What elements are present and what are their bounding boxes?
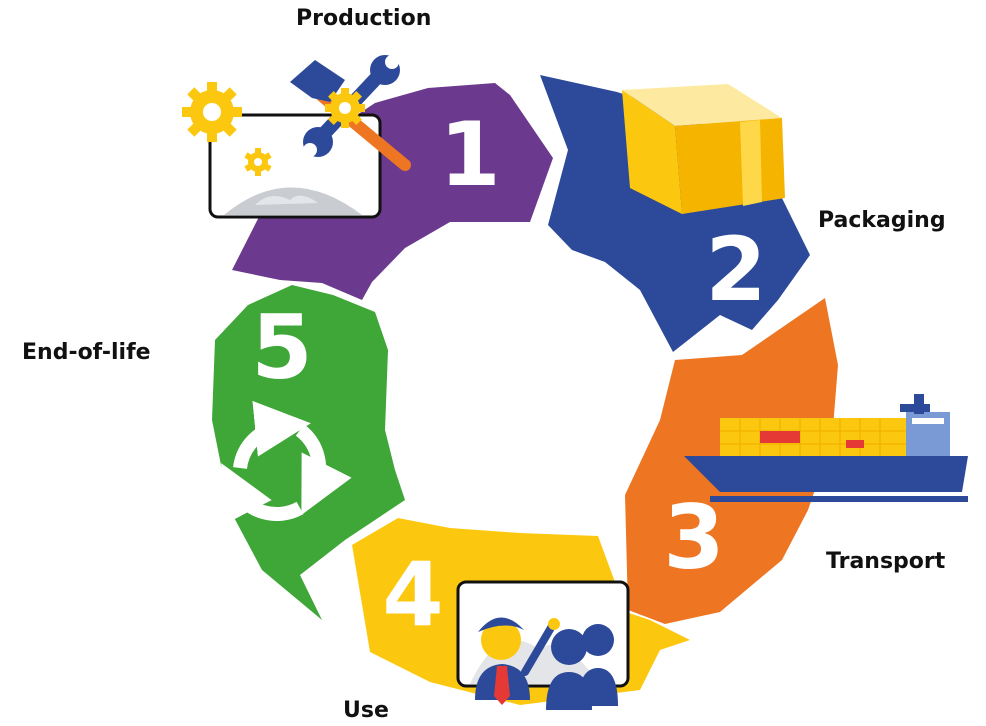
segment-4-number: 4 bbox=[382, 543, 443, 646]
label-end-of-life: End-of-life bbox=[22, 340, 151, 365]
segment-2-packaging bbox=[540, 75, 810, 352]
segment-1-production bbox=[232, 83, 553, 300]
segment-1-number: 1 bbox=[439, 103, 500, 206]
label-packaging: Packaging bbox=[818, 208, 946, 233]
segment-2-number: 2 bbox=[705, 218, 766, 321]
label-use: Use bbox=[343, 698, 389, 723]
presenter-audience-icon bbox=[456, 580, 630, 710]
label-transport: Transport bbox=[826, 549, 946, 574]
segment-3-number: 3 bbox=[663, 486, 724, 589]
recycle-icon bbox=[221, 400, 352, 526]
tools-gears-globe-icon bbox=[182, 55, 411, 219]
container-ship-icon bbox=[684, 394, 968, 502]
cardboard-box-icon bbox=[622, 84, 785, 214]
label-production: Production bbox=[296, 6, 432, 31]
segment-5-number: 5 bbox=[251, 296, 312, 399]
